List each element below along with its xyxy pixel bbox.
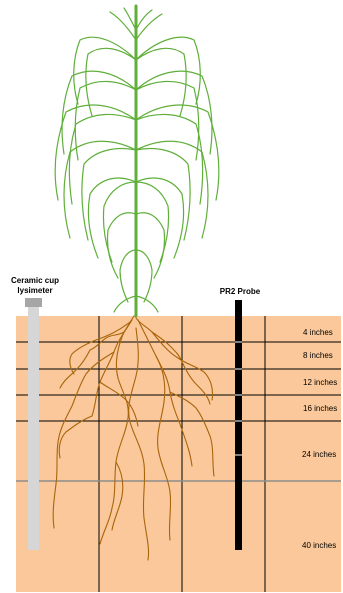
lysimeter-label-line1: Ceramic cup bbox=[11, 276, 59, 285]
probe-rod bbox=[235, 300, 242, 550]
pr2-probe bbox=[235, 300, 242, 550]
depth-label-16in: 16 inches bbox=[303, 404, 337, 413]
lysimeter-tube bbox=[28, 306, 39, 550]
soil-profile bbox=[16, 316, 341, 592]
lysimeter-label-line2: lysimeter bbox=[17, 286, 52, 295]
depth-label-8in: 8 inches bbox=[303, 351, 333, 360]
depth-label-24in: 24 inches bbox=[302, 450, 336, 459]
depth-label-4in: 4 inches bbox=[303, 328, 333, 337]
probe-label: PR2 Probe bbox=[220, 287, 261, 296]
depth-label-40in: 40 inches bbox=[302, 541, 336, 550]
corn-plant bbox=[55, 6, 219, 316]
lysimeter-cap bbox=[25, 298, 42, 307]
depth-label-12in: 12 inches bbox=[303, 378, 337, 387]
